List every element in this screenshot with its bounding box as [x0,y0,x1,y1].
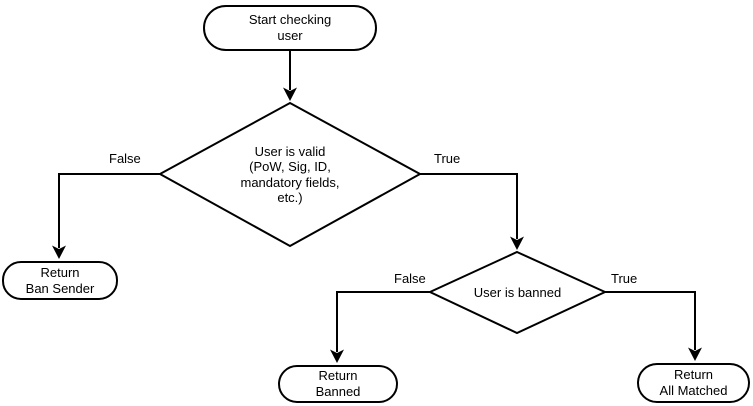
decision-user-banned-shape [427,250,608,335]
node-return-all-matched-label-line: Return [673,367,714,382]
edge-banned-false-arrowhead-icon [330,349,344,363]
edge-label-banned-false: False [394,271,426,286]
node-return-ban-sender: Return Ban Sender [2,261,118,300]
node-return-all-matched-label-line: All Matched [659,383,728,398]
edge-valid-true-arrowhead-icon [510,236,524,250]
edge-valid-true [420,173,518,239]
node-start-label-line: user [277,28,303,43]
edge-label-valid-false: False [109,151,141,166]
decision-user-valid-shape [157,101,423,248]
node-return-ban-sender-label-line: Return [40,264,80,280]
edge-label-banned-true: True [611,271,638,286]
edge-label-valid-true: True [434,151,461,166]
node-return-banned-label-line: Banned [315,384,361,399]
edge-banned-false [336,291,430,352]
edge-banned-true [605,291,696,350]
edge-start-to-valid-arrowhead-icon [283,87,297,101]
node-start-label-line: Start checking [248,12,332,27]
edge-banned-true-arrowhead-icon [688,347,702,361]
node-start: Start checking user [203,5,377,51]
edge-valid-false [58,173,160,248]
edge-valid-false-arrowhead-icon [52,245,66,259]
node-return-all-matched: Return All Matched [637,363,750,403]
node-return-banned: Return Banned [278,365,398,403]
node-return-ban-sender-label-line: Ban Sender [25,280,95,296]
node-return-banned-label-line: Return [318,368,358,383]
